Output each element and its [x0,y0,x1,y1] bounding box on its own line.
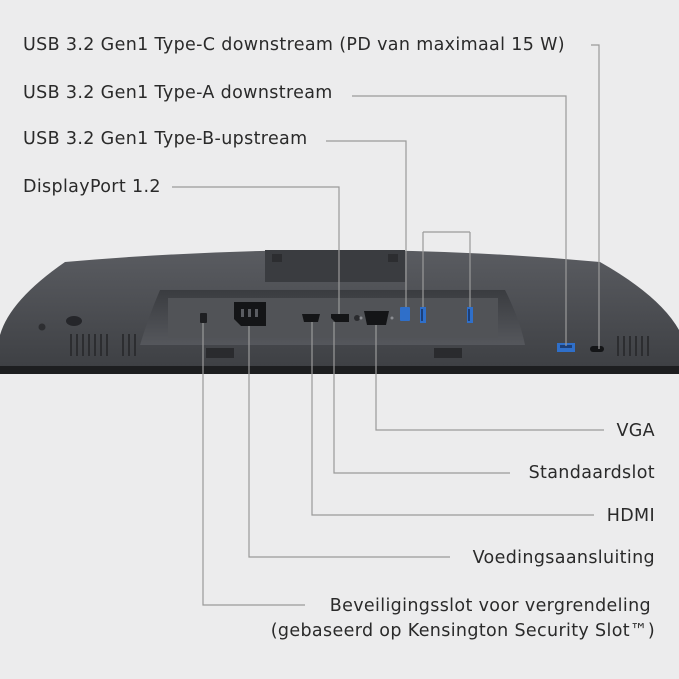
monitor-bezel [0,366,679,374]
label-security-slot-line1: Beveiligingsslot voor vergrendeling [329,596,651,616]
label-usb-a-downstream: USB 3.2 Gen1 Type-A downstream [23,83,333,103]
callout-usb-a [352,95,567,346]
hdmi-port [302,314,320,322]
callout-hdmi [311,322,594,516]
label-usb-c-downstream: USB 3.2 Gen1 Type-C downstream (PD van m… [23,35,565,55]
label-stand-lock: Standaardslot [528,463,655,483]
security-slot [200,313,207,323]
callout-usb-b [326,140,407,307]
callout-displayport [172,186,340,314]
stand-lock-screw [354,315,360,321]
stand-mount [265,250,405,282]
joystick-button [66,316,82,326]
label-vga: VGA [616,421,655,441]
usb-b-port [400,307,410,321]
vent-right [617,336,649,356]
label-hdmi: HDMI [606,506,655,526]
callout-stand-lock [333,322,510,474]
callout-usb-c [591,44,600,349]
usb-c-port-side [590,346,604,352]
vga-port [364,311,389,325]
callout-security [202,323,305,606]
button-dot [38,323,46,331]
vent-left [70,334,136,356]
callout-vga [375,325,604,431]
label-security-slot-line2: (gebaseerd op Kensington Security Slot™) [270,621,655,641]
callout-lines [172,44,604,606]
label-power: Voedingsaansluiting [472,548,655,568]
displayport-port [331,314,349,322]
callout-power [248,326,450,558]
label-displayport: DisplayPort 1.2 [23,177,161,197]
callout-usb-a-bracket [422,231,471,307]
label-usb-b-upstream: USB 3.2 Gen1 Type-B-upstream [23,129,308,149]
